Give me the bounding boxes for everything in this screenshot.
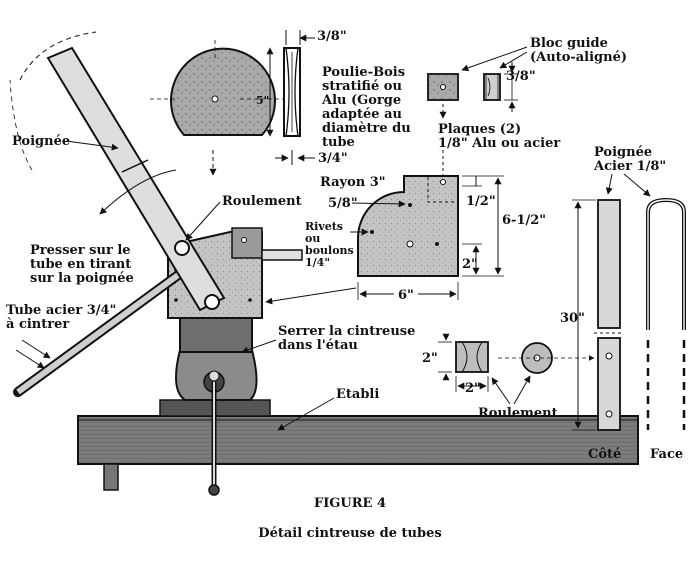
face-label: Face bbox=[650, 447, 683, 462]
roulement-top-label: Roulement bbox=[222, 194, 302, 209]
rivets-line-4: 1/4" bbox=[305, 256, 330, 269]
poignee-acier-line-2: Acier 1/8" bbox=[593, 159, 666, 174]
cote-label: Côté bbox=[588, 447, 621, 462]
guide-block-front bbox=[427, 73, 459, 101]
poulie-line-1: Poulie-Bois bbox=[322, 65, 405, 80]
bench-vise bbox=[159, 317, 271, 496]
etabli-label: Etabli bbox=[336, 387, 379, 402]
workbench bbox=[77, 415, 639, 491]
dim-5-8-label: 5/8" bbox=[328, 196, 358, 211]
presser-line-2: tube en tirant bbox=[30, 257, 131, 272]
dim-2-roll-v-label: 2" bbox=[422, 351, 438, 366]
figure-title: Détail cintreuse de tubes bbox=[258, 526, 441, 541]
dim-2-plate-label: 2" bbox=[462, 257, 478, 272]
tube-line-2: à cintrer bbox=[6, 317, 69, 332]
poignee-acier-line-1: Poignée bbox=[594, 145, 652, 160]
poulie-line-5: diamètre du bbox=[322, 121, 411, 136]
bearing-side-view bbox=[455, 341, 489, 373]
rivets-line-1: Rivets bbox=[305, 220, 343, 233]
figure-number: FIGURE 4 bbox=[314, 496, 386, 511]
roulement-bottom-label: Roulement bbox=[478, 406, 558, 421]
side-plate bbox=[357, 175, 459, 277]
dim-6-1-2-label: 6-1/2" bbox=[502, 213, 546, 228]
poulie-line-2: stratifié ou bbox=[322, 79, 402, 94]
bloc-guide-line-2: (Auto-aligné) bbox=[530, 50, 627, 65]
handle-face-view bbox=[646, 197, 686, 430]
bloc-guide-line-1: Bloc guide bbox=[530, 36, 608, 51]
handle-side-view bbox=[594, 199, 624, 431]
serrer-line-2: dans l'étau bbox=[278, 338, 358, 353]
dim-5-label: 5" bbox=[256, 94, 269, 107]
plaques-line-1: Plaques (2) bbox=[438, 122, 521, 137]
presser-line-3: sur la poignée bbox=[30, 271, 134, 286]
poulie-line-3: Alu (Gorge bbox=[321, 93, 401, 108]
dim-3-8-top-label: 3/8" bbox=[317, 29, 347, 44]
serrer-line-1: Serrer la cintreuse bbox=[278, 324, 415, 339]
poulie-line-4: adaptée au bbox=[322, 107, 402, 122]
poulie-line-6: tube bbox=[322, 135, 355, 150]
plaques-line-2: 1/8" Alu ou acier bbox=[438, 136, 560, 151]
poignee-left-label: Poignée bbox=[12, 134, 70, 149]
guide-block-side bbox=[483, 73, 501, 101]
dim-30-label: 30" bbox=[560, 311, 585, 326]
rivets-line-2: ou bbox=[305, 232, 320, 245]
dim-6-label: 6" bbox=[398, 288, 414, 303]
dim-3-8-bloc-label: 3/8" bbox=[506, 69, 536, 84]
steel-tube bbox=[13, 257, 201, 397]
dim-3-4-label: 3/4" bbox=[318, 151, 348, 166]
dim-1-2-label: 1/2" bbox=[466, 194, 496, 209]
pulley-side bbox=[283, 47, 301, 137]
dim-2-roll-h-label: 2" bbox=[465, 381, 481, 396]
rayon-label: Rayon 3" bbox=[320, 175, 386, 190]
rivets-line-3: boulons bbox=[305, 244, 354, 257]
pulley-disc bbox=[150, 40, 300, 136]
bender-handle bbox=[46, 46, 226, 312]
tube-line-1: Tube acier 3/4" bbox=[6, 303, 116, 318]
presser-line-1: Presser sur le bbox=[30, 243, 131, 258]
